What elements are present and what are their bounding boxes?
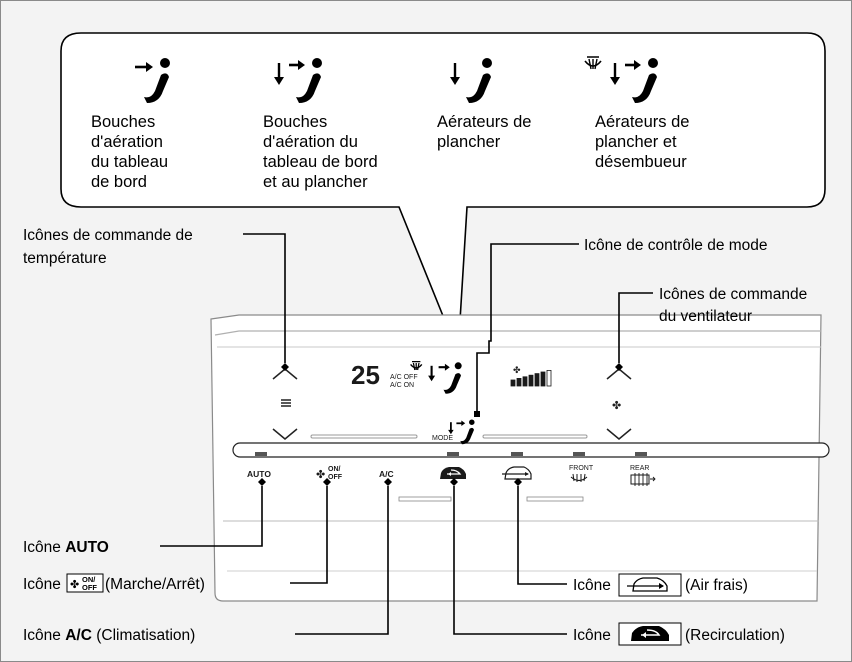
bubble-mode1-line4: de bord — [91, 173, 147, 191]
floor-vent-icon — [450, 58, 492, 103]
bubble-mode2-line4: et au plancher — [263, 173, 368, 191]
fan-speed-bar — [534, 373, 540, 387]
fan-icon: ✤ — [612, 400, 621, 412]
led-indicator-4 — [573, 452, 585, 456]
bubble-mode4-line2: plancher et — [595, 133, 677, 151]
fan-speed-bar — [528, 374, 534, 387]
ac-icon-label: Icône A/C (Climatisation) — [23, 627, 195, 644]
front-defrost-button[interactable] — [570, 473, 588, 482]
callout-lines — [160, 233, 653, 635]
rear-defrost-label: REAR — [630, 465, 649, 472]
bubble-mode3-line2: plancher — [437, 133, 501, 151]
bubble-mode2-line3: tableau de bord — [263, 153, 378, 171]
temp-icons-label-line2: température — [23, 250, 107, 267]
lower-track-right — [526, 496, 584, 502]
bubble-mode3-line1: Aérateurs de — [437, 113, 531, 131]
fan-down-icon[interactable] — [606, 428, 632, 440]
fresh-air-label-prefix: Icône — [573, 577, 611, 594]
fresh-air-label-suffix: (Air frais) — [685, 577, 748, 594]
dashboard-floor-vent-icon — [274, 58, 322, 103]
temp-down-icon[interactable] — [272, 428, 298, 440]
onoff-label-suffix: (Marche/Arrêt) — [105, 576, 205, 593]
bubble-mode1-line2: d'aération — [91, 133, 163, 151]
rear-defrost-button[interactable] — [630, 473, 656, 486]
lower-track-left — [398, 496, 452, 502]
mode-bubble — [60, 32, 826, 354]
fan-icons-label-line1: Icônes de commande — [659, 286, 807, 303]
fan-speed-bar — [546, 369, 552, 387]
display-mode-icon — [410, 360, 462, 394]
svg-text:✤: ✤ — [70, 579, 79, 591]
led-indicator-3 — [511, 452, 523, 456]
ac-button[interactable]: A/C — [379, 469, 394, 479]
mode-icon-label: Icône de contrôle de mode — [584, 237, 768, 254]
bubble-mode4-line3: désembueur — [595, 153, 687, 171]
fan-speed-bar — [510, 379, 516, 387]
fan-speed-bar — [516, 377, 522, 387]
front-defrost-label: FRONT — [569, 465, 594, 472]
onoff-button[interactable]: ✤ ON/ OFF — [316, 466, 343, 481]
led-indicator-1 — [255, 452, 267, 456]
auto-button[interactable]: AUTO — [247, 469, 271, 479]
onoff-inline-icon: ✤ ON/ OFF — [66, 573, 104, 593]
recirc-label-suffix: (Recirculation) — [685, 627, 785, 644]
recirc-label-prefix: Icône — [573, 627, 611, 644]
temp-level-icon — [281, 399, 291, 407]
bubble-mode1-line1: Bouches — [91, 113, 155, 131]
auto-icon-label: Icône AUTO — [23, 539, 109, 556]
fan-speed-indicator: ✤ — [510, 365, 552, 387]
fan-slider-track[interactable] — [482, 434, 588, 439]
recirculation-button[interactable] — [440, 467, 466, 479]
svg-text:OFF: OFF — [82, 583, 97, 592]
onoff-label-prefix: Icône — [23, 576, 61, 593]
fan-onoff-icon: ✤ — [316, 469, 325, 481]
floor-defrost-vent-icon — [584, 56, 658, 103]
fan-small-icon: ✤ — [513, 365, 521, 375]
fresh-air-button[interactable] — [502, 466, 532, 480]
temp-icons-label-line1: Icônes de commande de — [23, 227, 193, 244]
bubble-mode2-line1: Bouches — [263, 113, 327, 131]
dashboard-vent-icon — [135, 58, 170, 103]
bubble-mode4-line1: Aérateurs de — [595, 113, 689, 131]
climate-panel — [210, 314, 830, 602]
onoff-on-text: ON/ — [328, 466, 341, 473]
svg-text:ON/: ON/ — [82, 575, 96, 584]
ac-on-indicator: A/C ON — [390, 382, 414, 389]
fan-icons-label-line2: du ventilateur — [659, 308, 752, 325]
mode-label: MODE — [432, 435, 453, 442]
temp-slider-track[interactable] — [310, 434, 418, 439]
ac-off-indicator: A/C OFF — [390, 374, 418, 381]
callout-markers — [258, 363, 623, 486]
led-indicator-2 — [447, 452, 459, 456]
mode-control-icon[interactable] — [448, 419, 475, 445]
led-indicator-5 — [635, 452, 647, 456]
recirculation-inline-icon — [618, 622, 682, 646]
fresh-air-inline-icon — [618, 573, 682, 597]
onoff-off-text: OFF — [328, 474, 343, 481]
fan-speed-bar — [522, 376, 528, 387]
bubble-mode1-line3: du tableau — [91, 153, 168, 171]
bubble-mode2-line2: d'aération du — [263, 133, 358, 151]
fan-speed-bars — [510, 369, 552, 387]
fan-speed-bar — [540, 371, 546, 387]
temperature-display: 25 — [351, 360, 380, 390]
